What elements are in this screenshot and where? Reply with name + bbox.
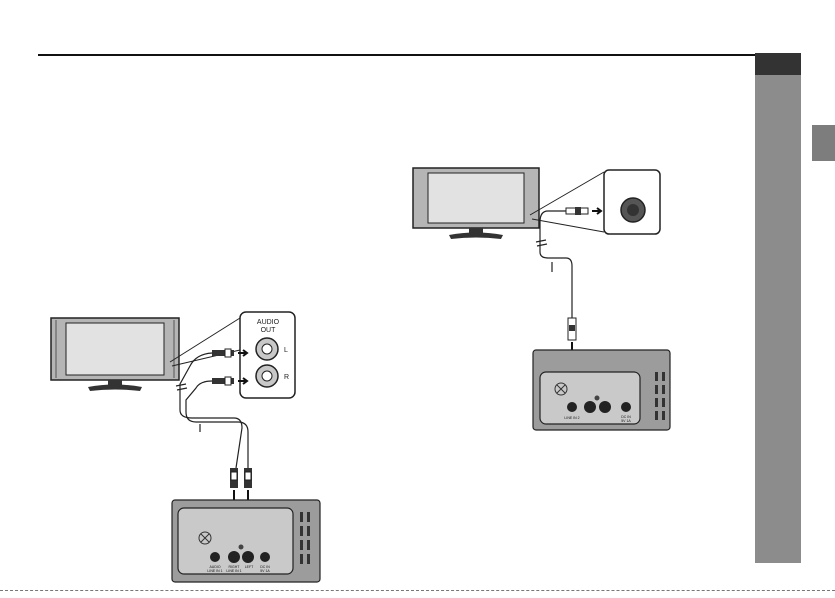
panel-label-line-in-2: LINE IN 2 — [564, 416, 579, 420]
panel-label-left: LEFT — [245, 565, 254, 569]
right-diagram: LINE IN 2 DC IN 5V 1A — [413, 168, 670, 430]
audio-out-label-1: AUDIO — [257, 319, 280, 326]
optical-out-panel — [604, 170, 660, 234]
tv-right — [413, 168, 539, 239]
channel-r-label: R — [284, 374, 289, 381]
optical-cable — [536, 211, 572, 318]
audio-out-panel: AUDIO OUT L R — [240, 312, 295, 398]
panel-label-audio-sub: LINE IN 1 — [207, 569, 222, 573]
left-diagram: AUDIO OUT L R — [51, 312, 320, 582]
channel-l-label: L — [284, 347, 288, 354]
device-rear-panel-right: LINE IN 2 DC IN 5V 1A — [533, 350, 670, 430]
audio-cable — [176, 353, 248, 468]
audio-out-label-2: OUT — [261, 327, 277, 334]
optical-plug-top — [566, 207, 601, 215]
panel-label-dcin-right-sub: 5V 1A — [621, 419, 631, 423]
panel-label-right-sub: LINE IN 1 — [226, 569, 241, 573]
panel-label-dcin-sub: 5V 1A — [260, 569, 270, 573]
tv-left — [51, 318, 179, 391]
device-rear-panel-left: AUDIO LINE IN 1 RIGHT LINE IN 1 LEFT DC … — [172, 500, 320, 582]
